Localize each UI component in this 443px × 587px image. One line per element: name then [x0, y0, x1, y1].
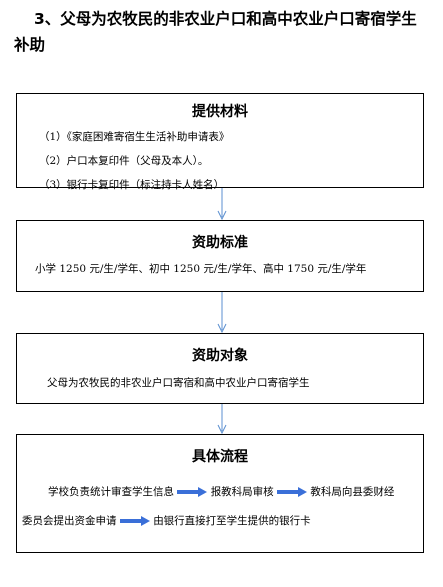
process-step-3-continued: 委员会提出资金申请 — [22, 515, 117, 527]
process-flow-line-1: 学校负责统计审查学生信息 报教科局审核 教科局向县委财经 — [48, 485, 394, 499]
section-heading: 3、父母为农牧民的非农业户口和高中农业户口寄宿学生 补助 — [14, 6, 434, 58]
heading-line-2: 补助 — [14, 36, 46, 54]
process-title: 具体流程 — [192, 449, 248, 465]
standard-box: 资助标准 小学 1250 元/生/学年、初中 1250 元/生/学年、高中 17… — [16, 220, 424, 292]
arrow-right-icon — [119, 516, 150, 526]
materials-item-3: （3）银行卡复印件（标注持卡人姓名） — [39, 179, 225, 191]
target-text: 父母为农牧民的非农业户口寄宿和高中农业户口寄宿学生 — [47, 377, 310, 389]
standard-text: 小学 1250 元/生/学年、初中 1250 元/生/学年、高中 1750 元/… — [35, 263, 367, 275]
heading-line-1: 3、父母为农牧民的非农业户口和高中农业户口寄宿学生 — [34, 10, 417, 28]
target-box: 资助对象 父母为农牧民的非农业户口寄宿和高中农业户口寄宿学生 — [16, 333, 424, 404]
arrow-right-icon — [177, 487, 208, 497]
process-step-1: 学校负责统计审查学生信息 — [48, 486, 174, 498]
arrow-right-icon — [277, 487, 308, 497]
process-flow-line-2: 委员会提出资金申请 由银行直接打至学生提供的银行卡 — [22, 514, 311, 528]
standard-title: 资助标准 — [192, 235, 248, 251]
materials-item-1: （1）《家庭困难寄宿生生活补助申请表》 — [39, 131, 230, 143]
materials-title: 提供材料 — [192, 104, 248, 120]
process-step-2: 报教科局审核 — [210, 486, 274, 498]
arrow-down-icon — [217, 188, 227, 220]
arrow-down-icon — [217, 292, 227, 333]
target-title: 资助对象 — [192, 348, 248, 364]
process-step-4: 由银行直接打至学生提供的银行卡 — [153, 515, 311, 527]
process-box: 具体流程 — [16, 434, 424, 553]
materials-box: 提供材料 （1）《家庭困难寄宿生生活补助申请表》 （2）户口本复印件（父母及本人… — [16, 93, 424, 191]
process-step-3: 教科局向县委财经 — [310, 486, 395, 498]
arrow-down-icon — [217, 404, 227, 434]
materials-item-2: （2）户口本复印件（父母及本人）。 — [39, 155, 209, 167]
